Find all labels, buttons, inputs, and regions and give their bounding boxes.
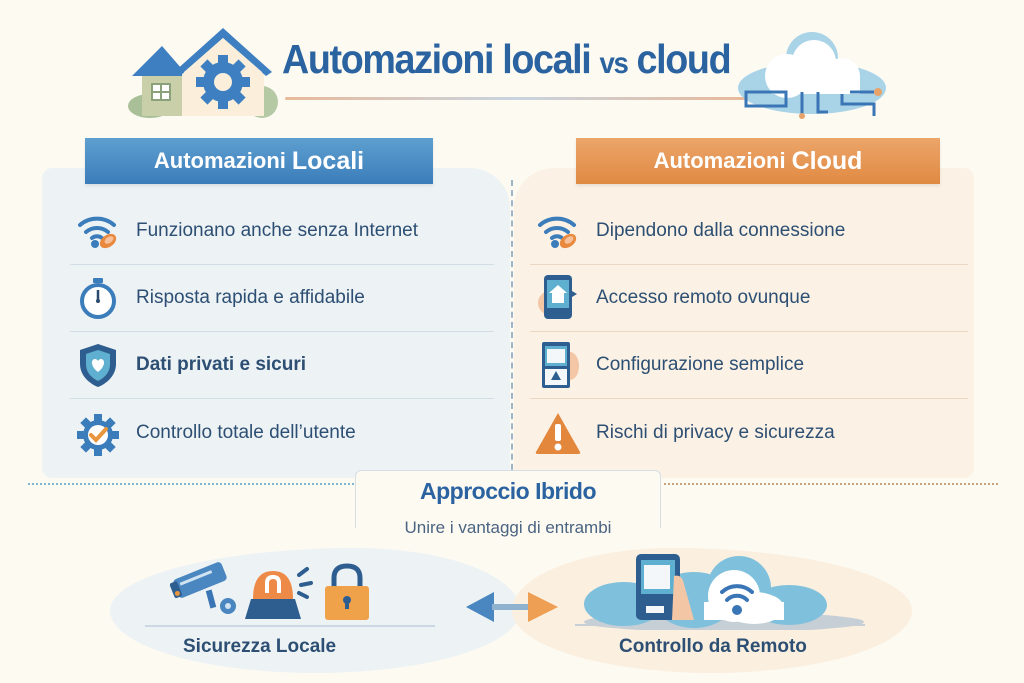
- local-item: Risposta rapida e affidabile: [70, 265, 494, 332]
- phone-home-icon: [530, 274, 586, 322]
- shield-heart-icon: [70, 341, 126, 389]
- local-item: Controllo totale dell’utente: [70, 399, 494, 466]
- local-item-label: Controllo totale dell’utente: [136, 421, 356, 443]
- cloud-panel: [514, 168, 974, 478]
- local-item-label: Dati privati e sicuri: [136, 354, 307, 375]
- local-security-caption: Sicurezza Locale: [183, 636, 337, 657]
- hybrid-title: Approccio Ibrido: [420, 478, 597, 504]
- phone-in-hand-icon: [636, 554, 694, 620]
- bidirectional-arrow-icon: [466, 590, 558, 629]
- local-panel: [42, 168, 510, 478]
- title-underline: [285, 97, 745, 100]
- cloud-item: Dipendono dalla connessione: [530, 198, 968, 265]
- wifi-offline-icon: [70, 207, 126, 255]
- cloud-item: Rischi di privacy e sicurezza: [530, 399, 968, 466]
- cloud-item: Configurazione semplice: [530, 332, 968, 399]
- cloud-banner-emph: Cloud: [791, 146, 863, 175]
- cloud-item-label: Dipendono dalla connessione: [596, 220, 846, 241]
- cloud-banner: Automazioni Cloud: [576, 138, 940, 184]
- cloud-wifi-icon: [704, 570, 784, 624]
- local-banner: Automazioni Locali: [85, 138, 433, 184]
- tablet-setup-icon: [530, 341, 586, 389]
- cloud-item-label: Rischi di privacy e sicurezza: [596, 421, 835, 443]
- hybrid-card: [355, 470, 661, 528]
- local-item: Dati privati e sicuri: [70, 332, 494, 399]
- warning-triangle-icon: [530, 409, 586, 457]
- gear-check-icon: [70, 409, 126, 457]
- remote-control-caption: Controllo da Remoto: [619, 636, 807, 657]
- header-cloud-illustration: [732, 28, 892, 128]
- page-title: Automazioni locali vs cloud: [282, 36, 732, 83]
- local-banner-prefix: Automazioni: [153, 148, 286, 173]
- stopwatch-icon: [70, 274, 126, 322]
- dotted-separator-left: [28, 483, 358, 485]
- title-part2: cloud: [636, 36, 732, 82]
- hybrid-subtitle: Unire i vantaggi di entrambi: [404, 518, 612, 537]
- cloud-phone-illustration: [574, 550, 874, 635]
- title-part1: Automazioni locali: [282, 36, 592, 82]
- cloud-item: Accesso remoto ovunque: [530, 265, 968, 332]
- cloud-circuit-icon: [738, 32, 886, 119]
- ground-line-left: [145, 625, 435, 627]
- cloud-banner-prefix: Automazioni: [653, 148, 786, 173]
- local-item: Funzionano anche senza Internet: [70, 198, 494, 265]
- header-house-illustration: [122, 24, 282, 120]
- dotted-separator-right: [664, 483, 998, 485]
- security-camera-icon: [169, 560, 242, 625]
- local-item-label: Risposta rapida e affidabile: [136, 287, 365, 308]
- alarm-siren-icon: [243, 565, 313, 626]
- house-gear-icon: [128, 28, 278, 118]
- wifi-dependency-icon: [530, 207, 586, 255]
- local-security-blob: [110, 548, 520, 673]
- title-vs: vs: [599, 47, 629, 80]
- panel-divider: [511, 180, 513, 480]
- local-item-label: Funzionano anche senza Internet: [136, 220, 419, 241]
- padlock-icon: [322, 562, 372, 627]
- cloud-item-label: Configurazione semplice: [596, 354, 805, 375]
- cloud-item-label: Accesso remoto ovunque: [596, 287, 811, 308]
- local-banner-emph: Locali: [291, 146, 365, 175]
